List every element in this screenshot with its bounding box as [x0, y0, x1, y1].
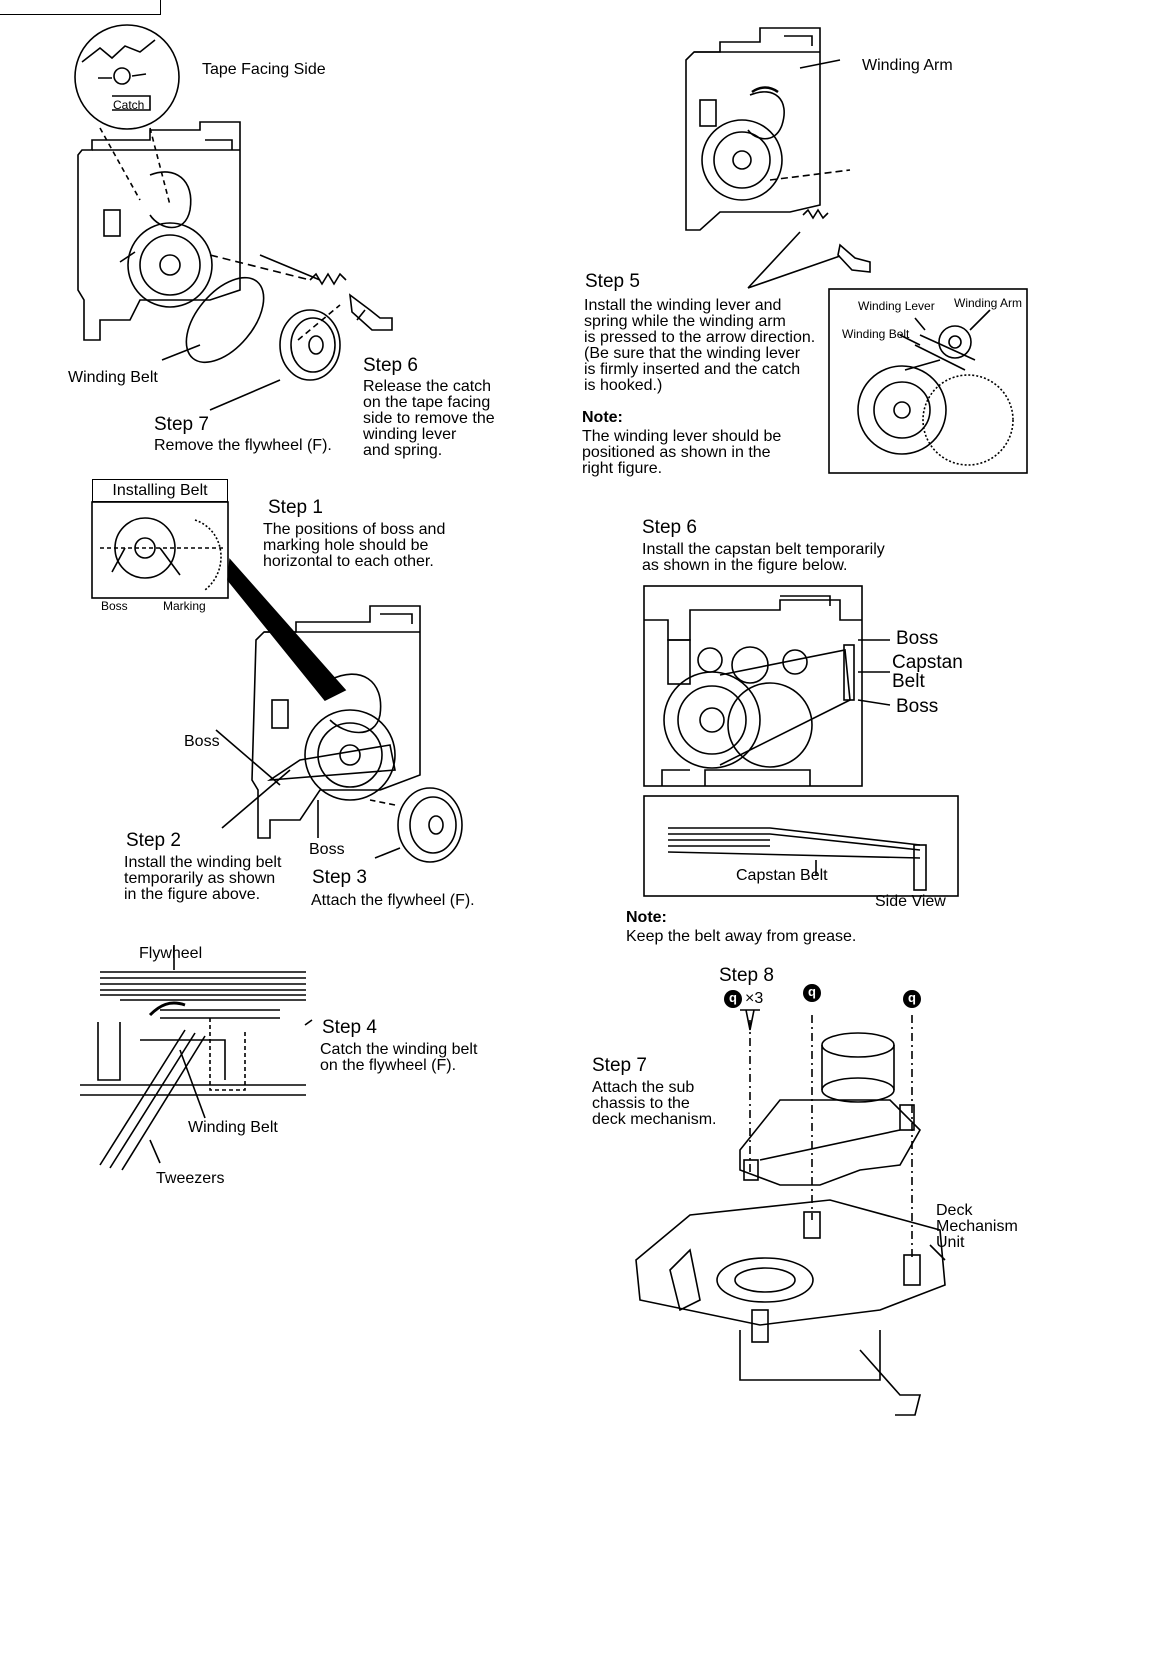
step7-title: Step 7: [154, 414, 209, 435]
boss-label-b: Boss: [309, 841, 345, 858]
subchassis-figure: [635, 1009, 946, 1416]
tape-facing-side-label: Tape Facing Side: [202, 61, 326, 78]
step8-title: Step 8: [719, 965, 774, 986]
inset-winding-arm-label: Winding Arm: [954, 296, 1023, 310]
step4-text: Catch the winding belt on the flywheel (…: [320, 1041, 478, 1074]
note-label-capstan: Note:: [626, 909, 667, 926]
note-label-winding: Note:: [582, 409, 623, 426]
installing-belt-inset: [91, 501, 229, 599]
tweezers-label: Tweezers: [156, 1170, 225, 1187]
chassis-figure-a: [74, 24, 393, 411]
screw-count-label: ×3: [745, 990, 764, 1007]
screw-symbol-b: q: [803, 984, 821, 1002]
step2-title: Step 2: [126, 830, 181, 851]
capstan-belt-label: Capstan Belt: [892, 652, 963, 692]
chassis-figure-b: [91, 501, 463, 863]
magnifier-circle: [74, 24, 180, 130]
capstan-step6-title: Step 6: [642, 517, 697, 538]
winding-inset-box: [828, 288, 1028, 474]
flywheel-label: Flywheel: [139, 945, 203, 962]
step1-title: Step 1: [268, 497, 323, 518]
side-capstan-belt-label: Capstan Belt: [736, 867, 828, 884]
inset-winding-belt-label: Winding Belt: [842, 327, 910, 341]
step1-text: The positions of boss and marking hole s…: [263, 521, 446, 570]
flywheel-detail-figure: [80, 945, 313, 1171]
installing-belt-label: Installing Belt: [92, 479, 228, 502]
boss-bottom-label: Boss: [896, 696, 939, 717]
boss-label-a: Boss: [184, 733, 220, 750]
winding-arm-label: Winding Arm: [862, 57, 953, 74]
deck-mechanism-unit-label: Deck Mechanism Unit: [936, 1202, 1018, 1251]
step7-text: Remove the flywheel (F).: [154, 437, 332, 454]
step2-text: Install the winding belt temporarily as …: [124, 854, 282, 903]
step6-text: Release the catch on the tape facing sid…: [363, 378, 495, 459]
marking-label: Marking: [163, 599, 206, 613]
subchassis-step7-text: Attach the sub chassis to the deck mecha…: [592, 1079, 717, 1128]
step4-title: Step 4: [322, 1017, 377, 1038]
step5-title: Step 5: [585, 271, 640, 292]
screw-symbol-a: q: [724, 990, 742, 1008]
inset-winding-lever-label: Winding Lever: [858, 299, 935, 313]
boss-top-label: Boss: [896, 628, 939, 649]
boss-small-label: Boss: [101, 599, 128, 613]
winding-belt-label: Winding Belt: [68, 369, 158, 386]
side-view-label: Side View: [875, 893, 946, 910]
side-view-box: [643, 795, 959, 897]
capstan-figure: [643, 585, 959, 897]
winding-arm-figure: [685, 27, 1028, 474]
capstan-chassis-outline: [643, 585, 863, 787]
step6-title: Step 6: [363, 355, 418, 376]
winding-belt-detail-label: Winding Belt: [188, 1119, 278, 1136]
capstan-step6-text: Install the capstan belt temporarily as …: [642, 541, 885, 574]
header-box: [0, 0, 161, 15]
step5-text: Install the winding lever and spring whi…: [584, 297, 816, 394]
step3-text: Attach the flywheel (F).: [311, 892, 475, 909]
note-text-capstan: Keep the belt away from grease.: [626, 928, 857, 945]
catch-label: Catch: [113, 98, 145, 112]
step3-title: Step 3: [312, 867, 367, 888]
screw-symbol-c: q: [903, 990, 921, 1008]
note-text-winding: The winding lever should be positioned a…: [582, 428, 782, 477]
subchassis-step7-title: Step 7: [592, 1055, 647, 1076]
